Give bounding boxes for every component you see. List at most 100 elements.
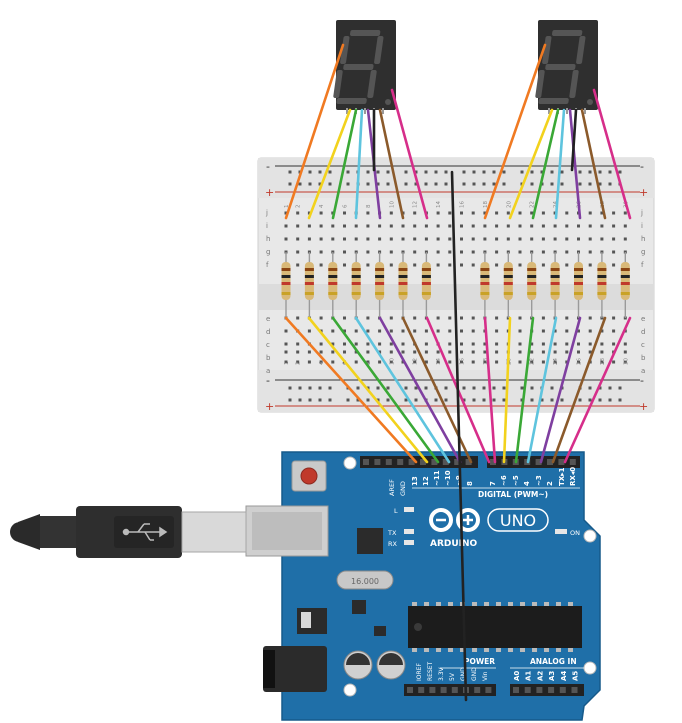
breadboard-hole bbox=[366, 250, 370, 254]
segment bbox=[542, 36, 552, 64]
capacitor-mark bbox=[346, 653, 370, 665]
rail-hole bbox=[482, 170, 486, 174]
breadboard-hole bbox=[284, 342, 288, 346]
led-tx bbox=[404, 529, 414, 534]
header-pin bbox=[547, 459, 553, 465]
rail-hole bbox=[520, 170, 524, 174]
breadboard-hole bbox=[319, 211, 323, 215]
breadboard-hole bbox=[296, 316, 300, 320]
breadboard-hole bbox=[471, 237, 475, 241]
rail-hole bbox=[434, 398, 438, 402]
breadboard-hole bbox=[495, 329, 499, 333]
breadboard-hole bbox=[448, 329, 452, 333]
rail-hole bbox=[346, 398, 350, 402]
breadboard-hole bbox=[343, 329, 346, 333]
resistor-band bbox=[375, 268, 385, 271]
breadboard-hole bbox=[588, 224, 592, 228]
resistor bbox=[550, 262, 560, 300]
digital-section-label: DIGITAL (PWM~) bbox=[478, 490, 548, 499]
header-pin bbox=[474, 687, 481, 693]
breadboard-hole bbox=[541, 350, 545, 354]
breadboard-hole bbox=[343, 250, 346, 254]
resistor-band bbox=[527, 275, 537, 278]
atmega-chip-pins bbox=[412, 602, 573, 652]
wire-orange bbox=[284, 43, 345, 220]
breadboard-hole bbox=[319, 224, 323, 228]
rail-sign: + bbox=[265, 400, 274, 413]
rail-hole bbox=[560, 170, 564, 174]
wire-yellow bbox=[307, 108, 352, 220]
resistor-band bbox=[503, 282, 513, 285]
breadboard-hole bbox=[401, 342, 405, 346]
resistor bbox=[398, 262, 408, 300]
breadboard-hole bbox=[460, 211, 463, 215]
display-pin bbox=[382, 108, 384, 114]
breadboard-hole bbox=[389, 224, 393, 228]
chip-pin bbox=[448, 602, 453, 606]
breadboard-hole bbox=[284, 350, 288, 354]
breadboard-hole bbox=[448, 224, 452, 228]
breadboard-hole bbox=[565, 316, 569, 320]
wire-pink bbox=[390, 88, 429, 220]
row-label: h bbox=[266, 235, 270, 243]
breadboard-hole bbox=[588, 350, 592, 354]
breadboard-hole bbox=[401, 224, 405, 228]
row-label: e bbox=[266, 315, 270, 323]
header-pin bbox=[418, 687, 425, 693]
breadboard-hole bbox=[495, 342, 499, 346]
resistor-band bbox=[620, 275, 630, 278]
rail-hole bbox=[502, 170, 506, 174]
reset-button[interactable] bbox=[300, 467, 318, 485]
header-pin bbox=[454, 459, 461, 465]
rail-hole bbox=[444, 398, 448, 402]
header-pin bbox=[536, 687, 543, 693]
led-rx bbox=[404, 540, 414, 545]
breadboard-hole bbox=[612, 250, 616, 254]
rail-hole bbox=[298, 182, 302, 186]
breadboard-hole bbox=[424, 350, 428, 354]
resistor-band bbox=[351, 282, 361, 285]
analog-pin-label: A2 bbox=[536, 671, 544, 681]
breadboard-hole bbox=[518, 350, 522, 354]
breadboard-hole bbox=[354, 360, 358, 364]
resistor-band bbox=[527, 292, 537, 295]
rail-hole bbox=[424, 386, 428, 390]
breadboard-hole bbox=[495, 224, 499, 228]
rail-hole bbox=[482, 386, 486, 390]
chip-pin bbox=[484, 648, 489, 652]
header-pin bbox=[429, 687, 436, 693]
rail-hole bbox=[356, 386, 360, 390]
crystal-oscillator bbox=[336, 570, 394, 590]
breadboard-hole bbox=[495, 263, 499, 267]
row-label: c bbox=[266, 341, 270, 349]
digital-pin-label: 2 bbox=[546, 481, 554, 486]
breadboard-hole bbox=[343, 342, 346, 346]
rail-hole bbox=[376, 386, 380, 390]
chip-pin bbox=[532, 602, 537, 606]
row-label: j bbox=[640, 209, 643, 217]
resistor-band bbox=[480, 292, 490, 295]
rail-hole bbox=[598, 182, 602, 186]
breadboard-hole bbox=[518, 211, 522, 215]
breadboard-hole bbox=[331, 360, 335, 364]
rail-hole bbox=[288, 170, 292, 174]
breadboard-hole bbox=[565, 263, 569, 267]
breadboard-hole bbox=[319, 250, 323, 254]
rail-hole bbox=[578, 170, 582, 174]
column-number: 6 bbox=[343, 204, 349, 208]
power-header bbox=[404, 684, 496, 696]
breadboard-hole bbox=[331, 342, 335, 346]
resistor-band bbox=[550, 268, 560, 271]
analog-section-label: ANALOG IN bbox=[530, 657, 577, 666]
chip-pin bbox=[508, 602, 513, 606]
header-pin bbox=[397, 459, 404, 465]
resistor-band bbox=[503, 292, 513, 295]
wire-green bbox=[514, 316, 535, 464]
breadboard-hole bbox=[331, 224, 335, 228]
breadboard-hole bbox=[436, 360, 440, 364]
analog-pin-label: A0 bbox=[513, 671, 521, 681]
rail-hole bbox=[386, 398, 390, 402]
breadboard-hole bbox=[389, 342, 393, 346]
resistor-band bbox=[304, 268, 314, 271]
breadboard-hole bbox=[331, 350, 335, 354]
